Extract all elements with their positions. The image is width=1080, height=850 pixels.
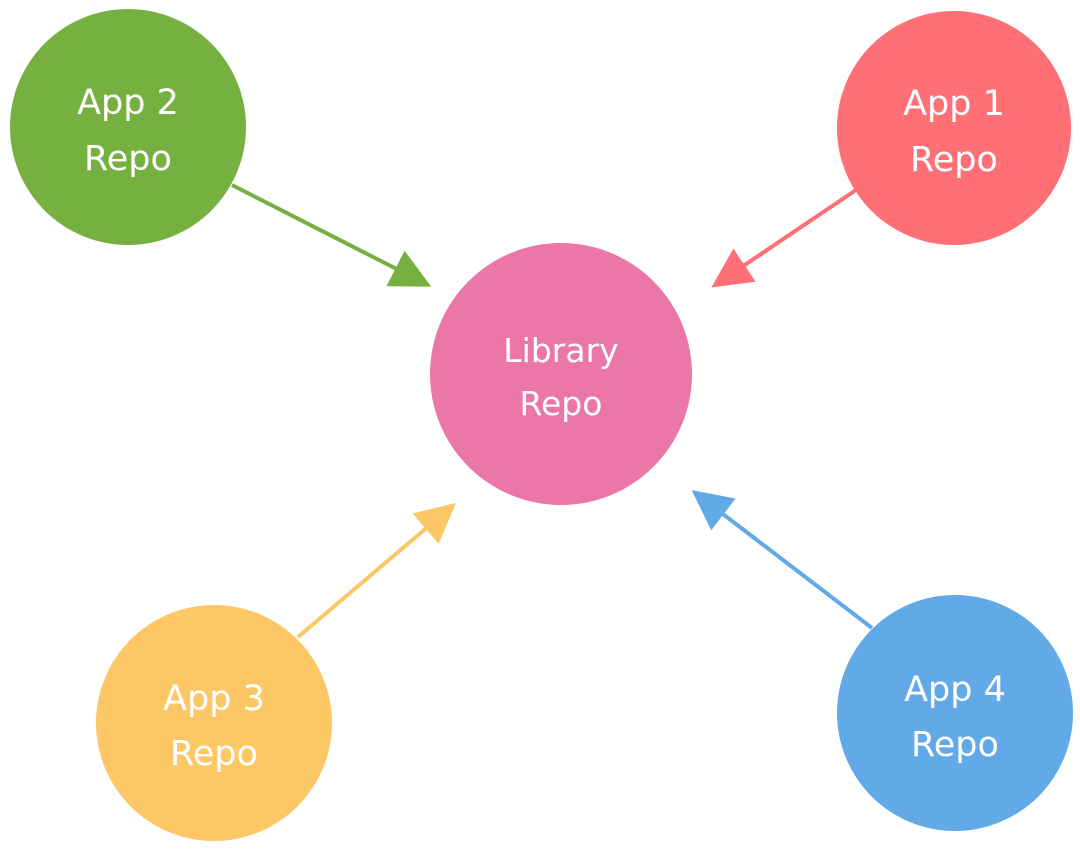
app1-repo-node: App 1 Repo (837, 11, 1071, 245)
app1-repo-label-line1: App 1 (903, 84, 1005, 124)
app3-repo-label-line1: App 3 (163, 679, 265, 719)
app2-repo-label-line2: Repo (84, 139, 172, 179)
app1-repo-label-line2: Repo (910, 140, 998, 180)
arrow-app3-to-library (296, 502, 457, 639)
app3-repo-label-line2: Repo (170, 734, 258, 774)
library-repo-node: Library Repo (430, 243, 692, 505)
app4-repo-label-line2: Repo (911, 725, 999, 765)
app3-repo-node: App 3 Repo (96, 605, 332, 841)
app2-repo-label-line1: App 2 (77, 83, 179, 123)
library-repo-label-line1: Library (503, 331, 618, 370)
arrow-app4-to-library (691, 490, 874, 630)
arrow-app2-to-library (231, 183, 432, 287)
app3-repo-circle (96, 605, 332, 841)
arrow-app1-to-library (711, 188, 858, 288)
app4-repo-label-line1: App 4 (904, 670, 1006, 710)
app4-repo-node: App 4 Repo (837, 595, 1073, 831)
library-repo-label-line2: Repo (520, 384, 603, 423)
library-repo-circle (430, 243, 692, 505)
app2-repo-node: App 2 Repo (10, 9, 246, 245)
app4-repo-circle (837, 595, 1073, 831)
app1-repo-circle (837, 11, 1071, 245)
app2-repo-circle (10, 9, 246, 245)
